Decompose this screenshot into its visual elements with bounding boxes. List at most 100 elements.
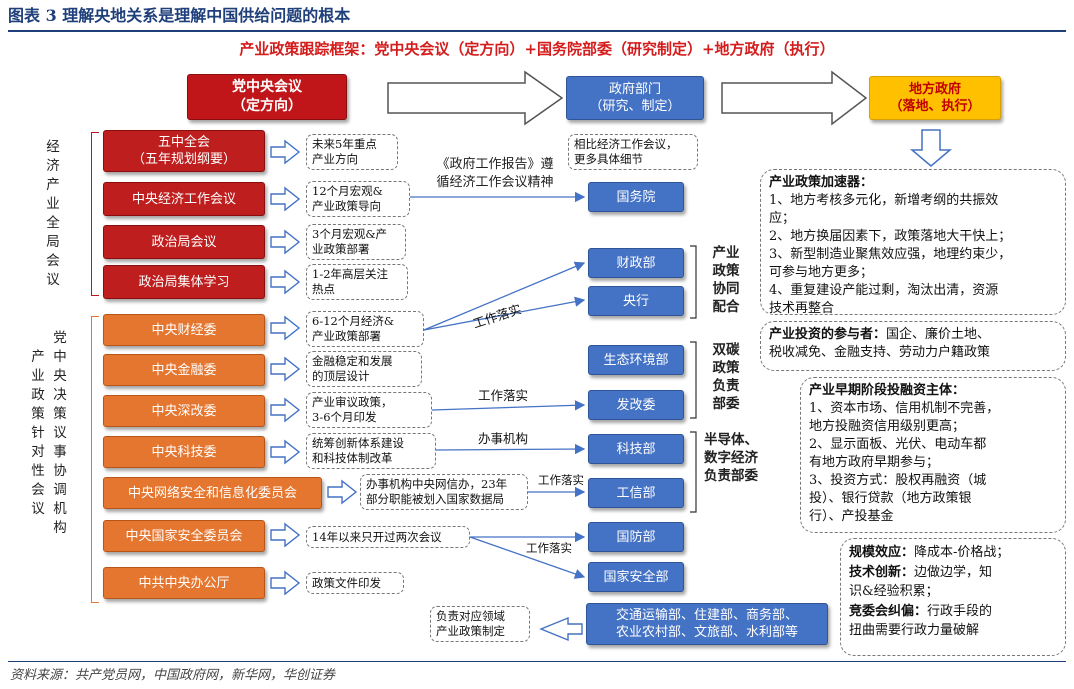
decision-label-char: 决 — [53, 387, 67, 403]
meeting-cyberspace-commission: 中央网络安全和信息化委员会 — [103, 477, 322, 509]
note-line: 统筹创新体系建设 — [312, 436, 404, 450]
decision-label-char: 针 — [31, 425, 45, 441]
note-line: 产业政策部署 — [312, 329, 381, 343]
decision-label-char: 策 — [31, 406, 45, 422]
panel-line: 降成本-价格战； — [914, 545, 1010, 560]
note-science-tech: 统筹创新体系建设 和科技体制改革 — [306, 433, 436, 469]
note-politburo: 3个月宏观&产 业政策部署 — [306, 224, 406, 260]
meeting-deepening-reform-commission: 中央深改委 — [103, 395, 265, 427]
panel-early-financing: 产业早期阶段投融资主体： 1、资本市场、信用机制不完善， 地方投融资信用级别更高… — [800, 377, 1066, 533]
panel-line: 国企、廉价土地、 — [886, 327, 991, 342]
note-line: 相比经济工作会议， — [574, 137, 678, 151]
group-policy-coordination: 产业 政策 协同 配合 — [704, 244, 748, 316]
decision-label-char: 政 — [31, 387, 45, 403]
decision-label-char: 构 — [53, 520, 67, 536]
panel-policy-accelerator: 产业政策加速器： 1、地方考核多元化，新增考纲的共振效 应； 2、地方换届因素下… — [760, 169, 1066, 316]
note-line: 的顶层设计 — [312, 369, 370, 383]
group-line: 双碳 — [712, 342, 740, 358]
big-arrow-2 — [721, 70, 868, 126]
note-line: 产业审议政策， — [312, 395, 393, 409]
group-semiconductor: 半导体、 数字经济 负责部委 — [704, 431, 788, 485]
panel-line: 识&经验积累； — [849, 584, 939, 599]
economic-label-char: 济 — [46, 158, 60, 174]
panel-line: 扭曲需要行政力量破解 — [849, 623, 980, 638]
small-arrow-3 — [270, 229, 301, 255]
ministry-miit: 工信部 — [588, 478, 684, 508]
decision-label-char: 会 — [31, 482, 45, 498]
economic-label-char: 经 — [46, 139, 60, 155]
small-arrow-5 — [270, 315, 301, 341]
small-arrow-9 — [327, 479, 358, 505]
ministry-label: 发改委 — [616, 397, 656, 413]
gov-detail-note: 相比经济工作会议， 更多具体细节 — [568, 134, 698, 170]
meeting-name: 政治局集体学习 — [138, 274, 230, 290]
meeting-general-office: 中共中央办公厅 — [103, 567, 265, 599]
panel-heading: 产业早期阶段投融资主体： — [809, 383, 966, 398]
meeting-finance-economy-commission: 中央财经委 — [103, 314, 265, 346]
decision-label-char: 事 — [53, 444, 67, 460]
decision-label-char: 业 — [31, 368, 45, 384]
economic-bracket — [91, 132, 99, 296]
decision-label-char: 协 — [53, 463, 67, 479]
group-line: 协同 — [712, 281, 740, 297]
central-committee-label: 党中央会议 — [232, 79, 302, 95]
meeting-name: 中央经济工作会议 — [131, 191, 236, 207]
ministry-ndrc: 发改委 — [588, 390, 684, 420]
note-finance-economy: 6-12个月经济& 产业政策部署 — [306, 311, 424, 347]
diagram-subtitle: 产业政策跟踪框架：党中央会议（定方向）+国务院部委（研究制定）+地方政府（执行） — [239, 40, 835, 58]
note-line: 6-12个月经济& — [312, 314, 395, 328]
note-line: 和科技体制改革 — [312, 451, 393, 465]
group-line: 部委 — [712, 396, 740, 412]
small-arrow-10 — [270, 522, 301, 548]
ministry-science-tech: 科技部 — [588, 434, 684, 464]
panel-line: 2、地方换届因素下，政策落地大干快上； — [769, 229, 1012, 244]
meeting-name: 中央网络安全和信息化委员会 — [127, 485, 297, 501]
note-line: 12个月宏观& — [312, 184, 383, 198]
meeting-fifth-plenum: 五中全会 （五年规划纲要） — [103, 130, 265, 172]
small-arrow-11 — [270, 570, 301, 596]
panel-line: 可参与地方更多； — [769, 265, 874, 280]
panel-line: 边做边学，知 — [914, 564, 993, 580]
small-arrow-7 — [270, 397, 301, 423]
decision-label-col1: 产 业 政 策 针 对 性 会 议 — [28, 348, 48, 519]
ministry-state-security: 国家安全部 — [588, 562, 684, 592]
ministry-ecology-environment: 生态环境部 — [588, 345, 684, 375]
bracket-semi — [690, 431, 697, 513]
source-note: 资料来源：共产党员网，中国政府网，新华网，华创证券 — [10, 668, 336, 683]
small-arrow-6 — [270, 356, 301, 382]
big-arrow-1 — [387, 70, 564, 126]
panel-heading: 产业政策加速器： — [769, 175, 874, 190]
meeting-economic-work-conference: 中央经济工作会议 — [103, 182, 265, 216]
central-committee-box: 党中央会议 （定方向） — [187, 74, 347, 120]
ministry-label: 交通运输部、住建部、商务部、 — [615, 608, 798, 623]
decision-label-char: 对 — [31, 444, 45, 460]
note-line: 部分职能被划入国家数据局 — [366, 492, 504, 506]
ministry-label: 央行 — [622, 293, 649, 309]
economic-label-char: 业 — [46, 196, 60, 212]
figure-title: 图表 3 理解央地关系是理解中国供给问题的根本 — [8, 6, 351, 25]
note-line: 负责对应领域 — [436, 609, 505, 623]
meeting-name-sub: （五年规划纲要） — [131, 152, 236, 167]
line-tech-to-most — [435, 443, 586, 455]
note-cyberspace: 办事机构中央网信办，23年 部分职能被划入国家数据局 — [360, 474, 528, 510]
note-line: 未来5年重点 — [312, 137, 377, 151]
meeting-name: 中央科技委 — [151, 444, 217, 460]
note-line: 更多具体细节 — [574, 152, 643, 166]
line-nsc-to-mss — [469, 536, 586, 579]
note-line: 热点 — [312, 282, 335, 296]
ministry-label: 国防部 — [616, 529, 656, 545]
decision-label-char: 策 — [53, 406, 67, 422]
small-arrow-4 — [270, 269, 301, 295]
note-line: 3个月宏观&产 — [312, 227, 388, 241]
gov-departments-box: 政府部门 （研究、制定） — [566, 76, 704, 120]
line-label-implement-4: 工作落实 — [526, 541, 572, 555]
panel-line: 3、新型制造业聚焦效应强，地理约束少， — [769, 247, 1012, 262]
group-line: 政策 — [712, 360, 740, 376]
ministry-finance: 财政部 — [588, 248, 684, 278]
panel-line: 1、资本市场、信用机制不完善， — [809, 401, 1000, 416]
title-rule — [8, 30, 1066, 32]
small-arrow-8 — [270, 439, 301, 465]
line-cfec-to-mof — [423, 261, 586, 331]
small-arrow-2 — [270, 186, 301, 212]
